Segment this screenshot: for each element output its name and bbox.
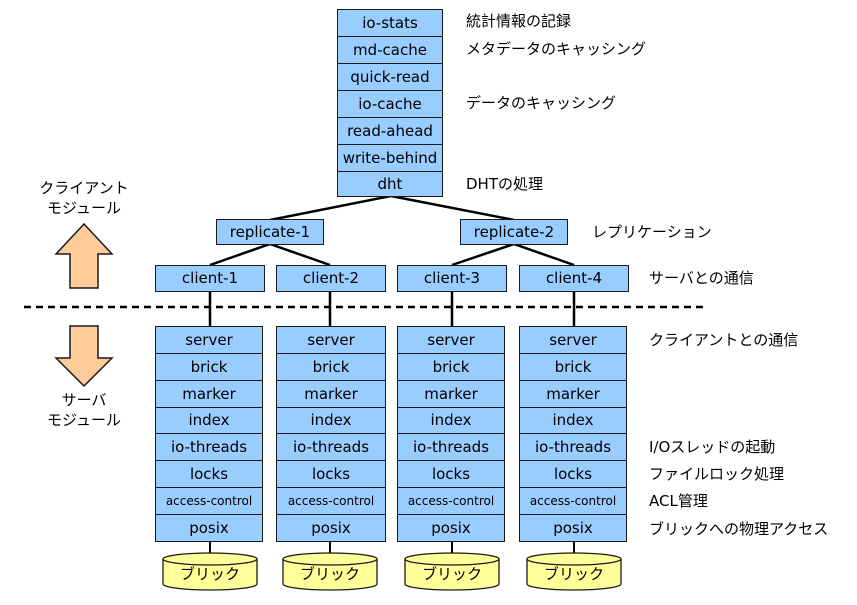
- annotation-io-cache: データのキャッシング: [466, 94, 617, 112]
- cylinder-icon: [162, 552, 258, 591]
- server-module-4-marker: marker: [519, 380, 627, 408]
- server-module-2-brick: brick: [276, 353, 386, 381]
- server-module-3-index: index: [397, 407, 505, 434]
- client-module-label-line1: クライアント: [39, 179, 129, 197]
- annotation-io-stats: 統計情報の記録: [466, 12, 572, 30]
- server-module-3-server: server: [397, 326, 505, 354]
- server-module-label-line2: モジュール: [47, 411, 121, 429]
- server-module-4-posix: posix: [519, 514, 627, 542]
- server-module-1-index: index: [155, 407, 263, 434]
- server-module-2-locks: locks: [276, 460, 386, 488]
- server-module-1-marker: marker: [155, 380, 263, 408]
- server-module-2-posix: posix: [276, 514, 386, 542]
- server-module-3-brick: brick: [397, 353, 505, 381]
- module-write-behind: write-behind: [337, 144, 443, 172]
- cylinder-icon: [282, 552, 378, 591]
- annotation-md-cache: メタデータのキャッシング: [466, 40, 647, 58]
- server-module-1-server: server: [155, 326, 263, 354]
- annotation-replication: レプリケーション: [592, 223, 712, 241]
- cylinder-icon: [526, 552, 622, 591]
- server-module-3-access-control: access-control: [397, 487, 505, 515]
- up-arrow-icon: [54, 222, 114, 289]
- module-io-stats: io-stats: [337, 9, 443, 37]
- connector-dht-replicate-1: [269, 194, 392, 222]
- module-quick-read: quick-read: [337, 63, 443, 91]
- connector-replicate-2-client-3: [451, 242, 515, 267]
- annotation-io-threads: I/Oスレッドの起動: [649, 438, 776, 456]
- server-module-1-brick: brick: [155, 353, 263, 381]
- annotation-server-communication: サーバとの通信: [649, 269, 754, 287]
- down-arrow-icon: [54, 325, 114, 388]
- module-client-3: client-3: [397, 265, 507, 292]
- module-md-cache: md-cache: [337, 36, 443, 64]
- annotation-locks: ファイルロック処理: [649, 465, 785, 483]
- server-module-1-locks: locks: [155, 460, 263, 488]
- server-module-2-index: index: [276, 407, 386, 434]
- server-module-2-io-threads: io-threads: [276, 433, 386, 461]
- brick-label: ブリック: [421, 565, 482, 583]
- module-replicate-2: replicate-2: [460, 219, 568, 245]
- server-module-label-line1: サーバ: [61, 391, 107, 409]
- brick-label: ブリック: [543, 565, 604, 583]
- connector-dht-replicate-2: [390, 194, 515, 222]
- server-module-2-access-control: access-control: [276, 487, 386, 515]
- module-client-4: client-4: [519, 265, 629, 292]
- brick-label: ブリック: [179, 565, 240, 583]
- server-module-3-marker: marker: [397, 380, 505, 408]
- module-io-cache: io-cache: [337, 90, 443, 118]
- server-module-3-locks: locks: [397, 460, 505, 488]
- module-read-ahead: read-ahead: [337, 117, 443, 145]
- connector-replicate-1-client-2: [269, 242, 331, 267]
- module-dht: dht: [337, 171, 443, 197]
- client-module-label-line2: モジュール: [47, 199, 121, 217]
- module-client-2: client-2: [276, 265, 386, 292]
- connector-replicate-2-client-4: [513, 242, 575, 267]
- annotation-dht: DHTの処理: [466, 175, 543, 193]
- server-module-4-server: server: [519, 326, 627, 354]
- connector-replicate-1-client-1: [209, 242, 271, 267]
- server-module-3-io-threads: io-threads: [397, 433, 505, 461]
- annotation-access-control: ACL管理: [649, 492, 708, 510]
- server-module-3-posix: posix: [397, 514, 505, 542]
- server-module-2-marker: marker: [276, 380, 386, 408]
- server-module-4-io-threads: io-threads: [519, 433, 627, 461]
- server-module-4-index: index: [519, 407, 627, 434]
- cylinder-icon: [404, 552, 500, 591]
- server-module-1-access-control: access-control: [155, 487, 263, 515]
- annotation-server: クライアントとの通信: [649, 331, 799, 349]
- module-client-1: client-1: [155, 265, 265, 292]
- annotation-posix: ブリックへの物理アクセス: [649, 520, 829, 538]
- client-module-label: クライアント モジュール: [24, 178, 144, 218]
- server-module-4-brick: brick: [519, 353, 627, 381]
- server-module-1-posix: posix: [155, 514, 263, 542]
- server-module-2-server: server: [276, 326, 386, 354]
- server-module-1-io-threads: io-threads: [155, 433, 263, 461]
- module-replicate-1: replicate-1: [216, 219, 324, 245]
- server-module-4-locks: locks: [519, 460, 627, 488]
- server-module-4-access-control: access-control: [519, 487, 627, 515]
- server-module-label: サーバ モジュール: [24, 390, 144, 430]
- brick-label: ブリック: [299, 565, 360, 583]
